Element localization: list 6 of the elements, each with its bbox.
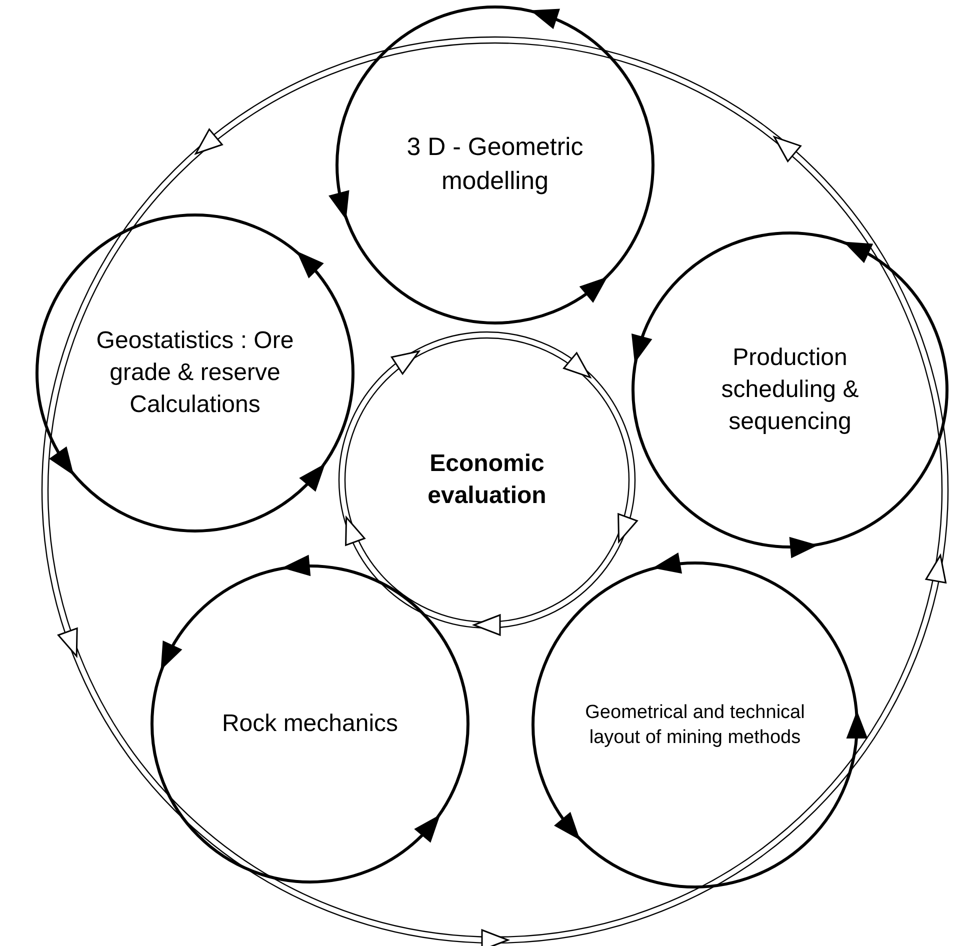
node-label: Economic evaluation	[426, 448, 548, 511]
node-label: Geometrical and technical layout of mining methods	[584, 700, 806, 750]
node-label: Production scheduling & sequencing	[720, 342, 860, 438]
node-label: Geostatistics : Ore grade & reserve Calculations	[95, 326, 295, 420]
node-label: Rock mechanics	[220, 709, 400, 739]
node-label: 3 D - Geometric modelling	[406, 132, 584, 197]
